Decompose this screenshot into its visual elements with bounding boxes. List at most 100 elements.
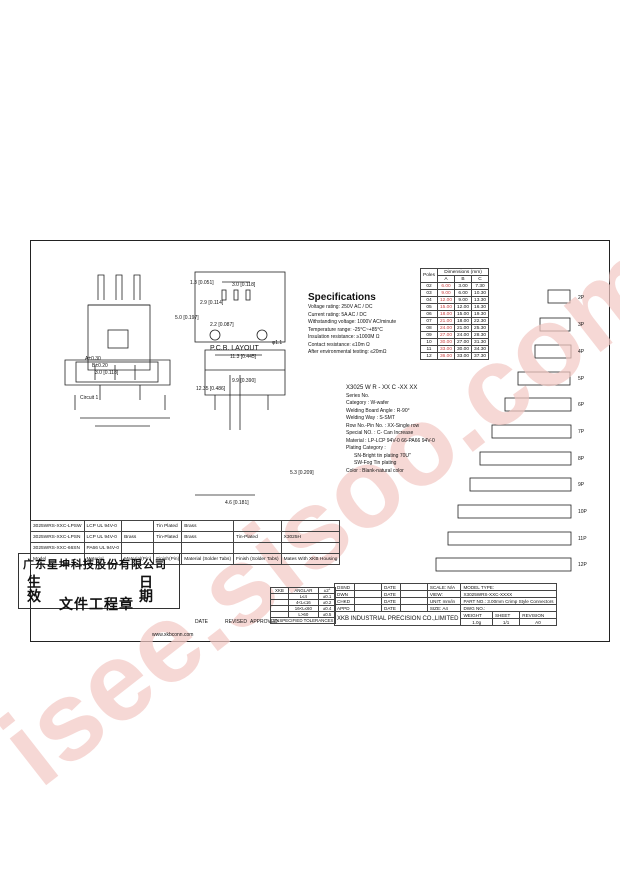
connector-label: 10P <box>578 509 587 515</box>
table-cell: LCP UL 94V-0 <box>83 520 123 532</box>
table-cell: 30.00 <box>436 338 456 346</box>
table-cell: 30.00 <box>454 345 473 353</box>
table-cell: 6.00 <box>436 282 456 290</box>
table-cell: 33.00 <box>436 345 456 353</box>
table-cell: 09 <box>420 331 438 339</box>
table-cell: Brass <box>181 531 235 543</box>
dim-text: B±0.20 <box>92 363 108 369</box>
date: DATE <box>381 583 401 591</box>
table-cell: 15.00 <box>436 303 456 311</box>
code-line: Category : W-wafer <box>346 400 389 406</box>
connector-label: 12P <box>578 562 587 568</box>
connector-label: 8P <box>578 456 585 462</box>
view: VIEW: <box>426 590 462 598</box>
part-no-label: PART NO.: <box>463 598 486 604</box>
revision-label: REVISION <box>519 611 557 619</box>
chkd: CHKD <box>333 597 356 605</box>
table-cell: 10 <box>420 338 438 346</box>
table-cell: 22.30 <box>471 317 490 325</box>
part-code: X3025 W R - XX C -XX XX <box>346 385 418 391</box>
table-cell: 15.00 <box>454 310 473 318</box>
table-cell <box>121 520 155 532</box>
spec-item: After environmental testing: ≤20mΩ <box>308 349 387 355</box>
table-header: C <box>471 275 490 283</box>
code-line: Series No. <box>346 392 370 399</box>
code-line: Material : LP-LCP 94V-0 66-PA66 94V-0 <box>346 437 435 444</box>
dwg-no: DWG NO.: <box>460 604 557 612</box>
table-cell: 28.30 <box>471 331 490 339</box>
table-cell: Material <box>83 553 123 565</box>
dim-text: 3.0 [0.118] <box>232 282 256 288</box>
table-cell: 12.00 <box>454 303 473 311</box>
spec-item: Current rating: 5A AC / DC <box>308 311 367 318</box>
table-cell <box>280 520 341 532</box>
table-cell <box>280 542 341 554</box>
table-cell: LCP UL 94V-0 <box>83 531 123 543</box>
table-cell: Finish(Pin) <box>153 553 183 565</box>
table-cell: 37.30 <box>471 352 490 360</box>
table-cell: Brass <box>121 531 155 543</box>
table-cell: 33.00 <box>454 352 473 360</box>
connector-thumbnails <box>435 289 572 572</box>
table-cell: 16.30 <box>471 303 490 311</box>
code-line: Welding Way : S-SMT <box>346 415 395 421</box>
code-line: Welding Board Angle : R-90° <box>346 407 410 414</box>
table-header: Poles <box>420 268 438 283</box>
dwn: DWN <box>333 590 356 598</box>
table-cell <box>121 542 155 554</box>
table-cell: 9.00 <box>436 289 456 297</box>
code-line: SN-Bright tin plating 70U" <box>354 452 411 459</box>
dim-text: 11.3 [0.445] <box>230 354 257 360</box>
tolerance-footer: UNSPECIFIED TOLERANCES <box>269 617 337 624</box>
spec-item: Contact resistance: ≤10m Ω <box>308 341 370 348</box>
top-view-body <box>64 359 171 386</box>
table-cell: 02 <box>420 282 438 290</box>
spec-item: Temperature range: -25°C~+85°C <box>308 326 383 333</box>
dim-text: A±0.30 <box>85 356 101 362</box>
stamp-char: 期 <box>139 589 154 605</box>
spec-item: Withstanding voltage: 1000V AC/minute <box>308 319 397 325</box>
connector-label: 6P <box>578 402 585 408</box>
table-cell: Tin-Plated <box>233 531 282 543</box>
dim-text: 9.9 [0.390] <box>232 378 256 384</box>
table-cell <box>233 542 282 554</box>
table-cell: 08 <box>420 324 438 332</box>
table-cell: Tin Plated <box>153 520 183 532</box>
table-header: Dimensions (mm) <box>436 268 490 276</box>
pcb-caption: P.C.B. LAYOUT <box>210 345 259 352</box>
company-stamp: 广东星坤科技股份有限公司 生 效 日 期 文件工程章 <box>18 553 180 613</box>
connector-label: 3P <box>578 322 585 328</box>
table-cell: 3025WRS-XXC-LPSW <box>30 520 85 532</box>
appd: APPD <box>333 604 356 612</box>
dim-text: 2.9 [0.114] <box>200 300 224 306</box>
spec-item: Voltage rating: 250V AC / DC <box>308 304 373 310</box>
part-code-legend: X3025 W R - XX C -XX XX Series No. Categ… <box>346 385 435 475</box>
table-cell: Finish (Solder Tabs) <box>233 553 282 565</box>
table-cell: 24.00 <box>454 331 473 339</box>
unit: UNIT: mm/in <box>426 597 462 605</box>
code-line: Plating Category : <box>346 445 386 451</box>
table-cell: Material (Solder Tabs) <box>181 553 235 565</box>
connector-label: 9P <box>578 482 585 488</box>
sheet: 1/1 <box>491 618 521 626</box>
stamp-char: 生 <box>27 575 42 591</box>
connector-label: 5P <box>578 376 585 382</box>
connector-label: 11P <box>578 536 587 542</box>
weight: 1.0g <box>460 618 493 626</box>
table-cell: 03 <box>420 289 438 297</box>
table-cell: 9.00 <box>454 296 473 304</box>
rev-date: DATE <box>195 619 208 625</box>
table-cell: 21.00 <box>454 324 473 332</box>
part-no-value: 3.00mm Crimp Style Connectors <box>487 598 554 604</box>
table-cell: Tin-Plated <box>153 531 183 543</box>
